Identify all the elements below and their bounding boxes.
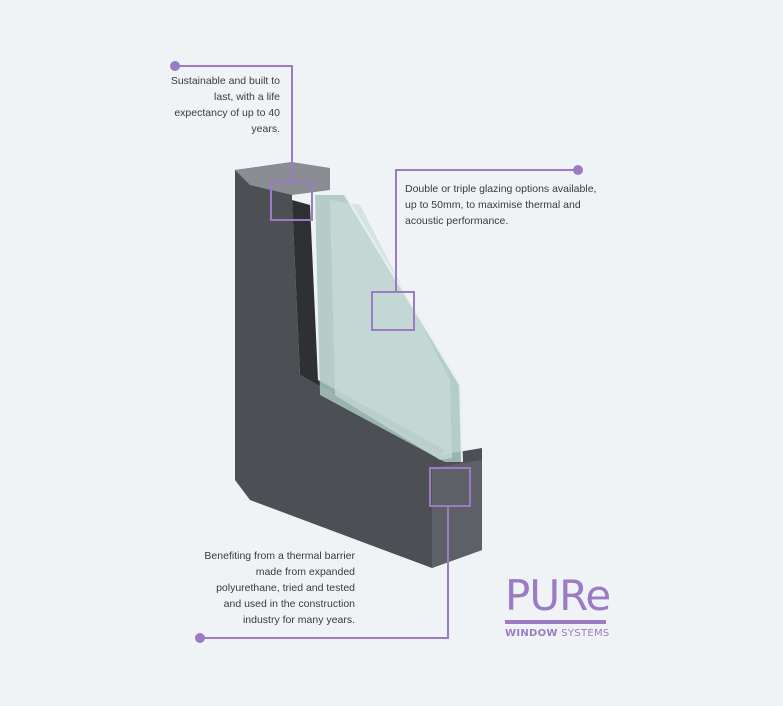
callout-box-2 — [371, 291, 415, 331]
window-frame — [235, 162, 482, 568]
logo-subtitle: WINDOW SYSTEMS — [505, 628, 610, 639]
callout-box-3 — [429, 467, 471, 507]
callout-line-1 — [175, 65, 293, 182]
callout-dot-3 — [195, 633, 205, 643]
pure-logo: PURe WINDOW SYSTEMS — [505, 571, 611, 639]
callout-text-glazing: Double or triple glazing options availab… — [405, 183, 597, 227]
callout-text-durability: Sustainable and built to last, with a li… — [170, 75, 280, 135]
callout-dot-1 — [170, 61, 180, 71]
logo-rule — [505, 620, 606, 624]
logo-main-text: PURe — [505, 571, 611, 620]
callout-text-thermal-barrier: Benefiting from a thermal barrier made f… — [204, 550, 355, 626]
frame-top-profile — [235, 162, 330, 195]
callout-box-1 — [270, 181, 313, 221]
callout-line-3 — [200, 506, 449, 639]
frame-bottom-profile — [432, 460, 482, 568]
callout-line-2 — [395, 169, 578, 292]
logo-sub-bold: WINDOW — [505, 628, 558, 639]
callout-dot-2 — [573, 165, 583, 175]
logo-sub-text: SYSTEMS — [561, 628, 610, 639]
